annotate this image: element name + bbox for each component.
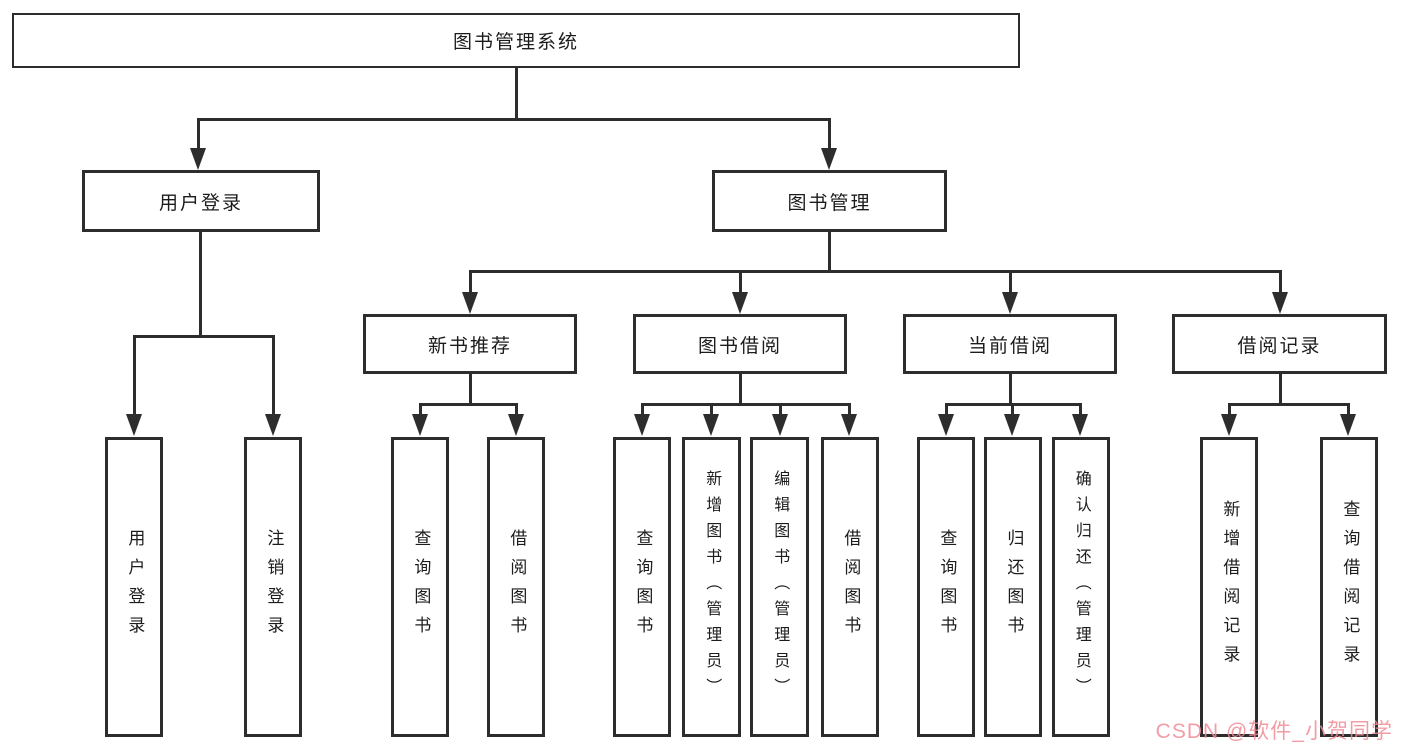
connector-line: [1079, 403, 1082, 416]
connector-line: [1228, 403, 1231, 416]
arrowhead-icon: [634, 414, 650, 436]
connector-line: [469, 374, 472, 405]
connector-line: [469, 270, 472, 294]
connector-line: [515, 68, 518, 121]
connector-line: [469, 270, 1282, 273]
node-label: 注销登录: [264, 529, 284, 645]
node-label: 编辑图书（管理员）: [771, 470, 789, 704]
arrowhead-icon: [1004, 414, 1020, 436]
leaf-confirm-return-admin: 确认归还（管理员）: [1052, 437, 1110, 737]
connector-line: [739, 270, 742, 294]
connector-line: [1009, 374, 1012, 405]
node-borrow-record: 借阅记录: [1172, 314, 1387, 374]
node-label: 归还图书: [1004, 529, 1024, 645]
connector-line: [272, 335, 275, 414]
node-book-management: 图书管理: [712, 170, 947, 232]
arrowhead-icon: [1221, 414, 1237, 436]
connector-line: [197, 118, 200, 153]
node-label: 借阅图书: [841, 529, 861, 645]
arrowhead-icon: [508, 414, 524, 436]
arrowhead-icon: [412, 414, 428, 436]
connector-line: [197, 118, 831, 121]
node-label: 用户登录: [125, 529, 145, 645]
node-label: 新增借阅记录: [1220, 500, 1240, 674]
connector-line: [828, 118, 831, 153]
connector-line: [641, 403, 851, 406]
leaf-return-book: 归还图书: [984, 437, 1042, 737]
connector-line: [515, 403, 518, 416]
leaf-query-borrow-record: 查询借阅记录: [1320, 437, 1378, 737]
connector-line: [199, 232, 202, 338]
connector-line: [1347, 403, 1350, 416]
arrowhead-icon: [1340, 414, 1356, 436]
node-new-book-recommend: 新书推荐: [363, 314, 577, 374]
arrowhead-icon: [1272, 292, 1288, 314]
connector-line: [133, 335, 275, 338]
node-label: 查询图书: [937, 529, 957, 645]
connector-line: [419, 403, 422, 416]
node-label: 确认归还（管理员）: [1072, 470, 1090, 704]
arrowhead-icon: [1002, 292, 1018, 314]
connector-line: [1011, 403, 1014, 416]
arrowhead-icon: [190, 148, 206, 170]
arrowhead-icon: [265, 414, 281, 436]
connector-line: [419, 403, 518, 406]
leaf-query-book-borrow: 查询图书: [613, 437, 671, 737]
node-label: 查询图书: [633, 529, 653, 645]
connector-line: [779, 403, 782, 416]
connector-line: [641, 403, 644, 416]
arrowhead-icon: [772, 414, 788, 436]
connector-line: [1228, 403, 1350, 406]
node-label: 查询图书: [411, 529, 431, 645]
node-label: 查询借阅记录: [1340, 500, 1360, 674]
connector-line: [848, 403, 851, 416]
leaf-user-login: 用户登录: [105, 437, 163, 737]
node-label: 借阅图书: [507, 529, 527, 645]
connector-line: [1009, 270, 1012, 294]
arrowhead-icon: [938, 414, 954, 436]
leaf-edit-book-admin: 编辑图书（管理员）: [750, 437, 809, 737]
arrowhead-icon: [1072, 414, 1088, 436]
leaf-query-book-recommend: 查询图书: [391, 437, 449, 737]
arrowhead-icon: [821, 148, 837, 170]
arrowhead-icon: [841, 414, 857, 436]
connector-line: [710, 403, 713, 416]
arrowhead-icon: [126, 414, 142, 436]
connector-line: [133, 335, 136, 414]
connector-line: [739, 374, 742, 405]
connector-line: [1279, 270, 1282, 294]
node-root: 图书管理系统: [12, 13, 1020, 68]
node-book-borrow: 图书借阅: [633, 314, 847, 374]
leaf-borrow-book: 借阅图书: [821, 437, 879, 737]
leaf-borrow-book-recommend: 借阅图书: [487, 437, 545, 737]
connector-line: [1279, 374, 1282, 405]
arrowhead-icon: [732, 292, 748, 314]
leaf-logout: 注销登录: [244, 437, 302, 737]
leaf-add-book-admin: 新增图书（管理员）: [682, 437, 741, 737]
leaf-query-book-current: 查询图书: [917, 437, 975, 737]
connector-line: [828, 232, 831, 273]
node-current-borrow: 当前借阅: [903, 314, 1117, 374]
node-label: 新增图书（管理员）: [703, 470, 721, 704]
arrowhead-icon: [462, 292, 478, 314]
node-user-login: 用户登录: [82, 170, 320, 232]
connector-line: [945, 403, 948, 416]
arrowhead-icon: [703, 414, 719, 436]
leaf-add-borrow-record: 新增借阅记录: [1200, 437, 1258, 737]
